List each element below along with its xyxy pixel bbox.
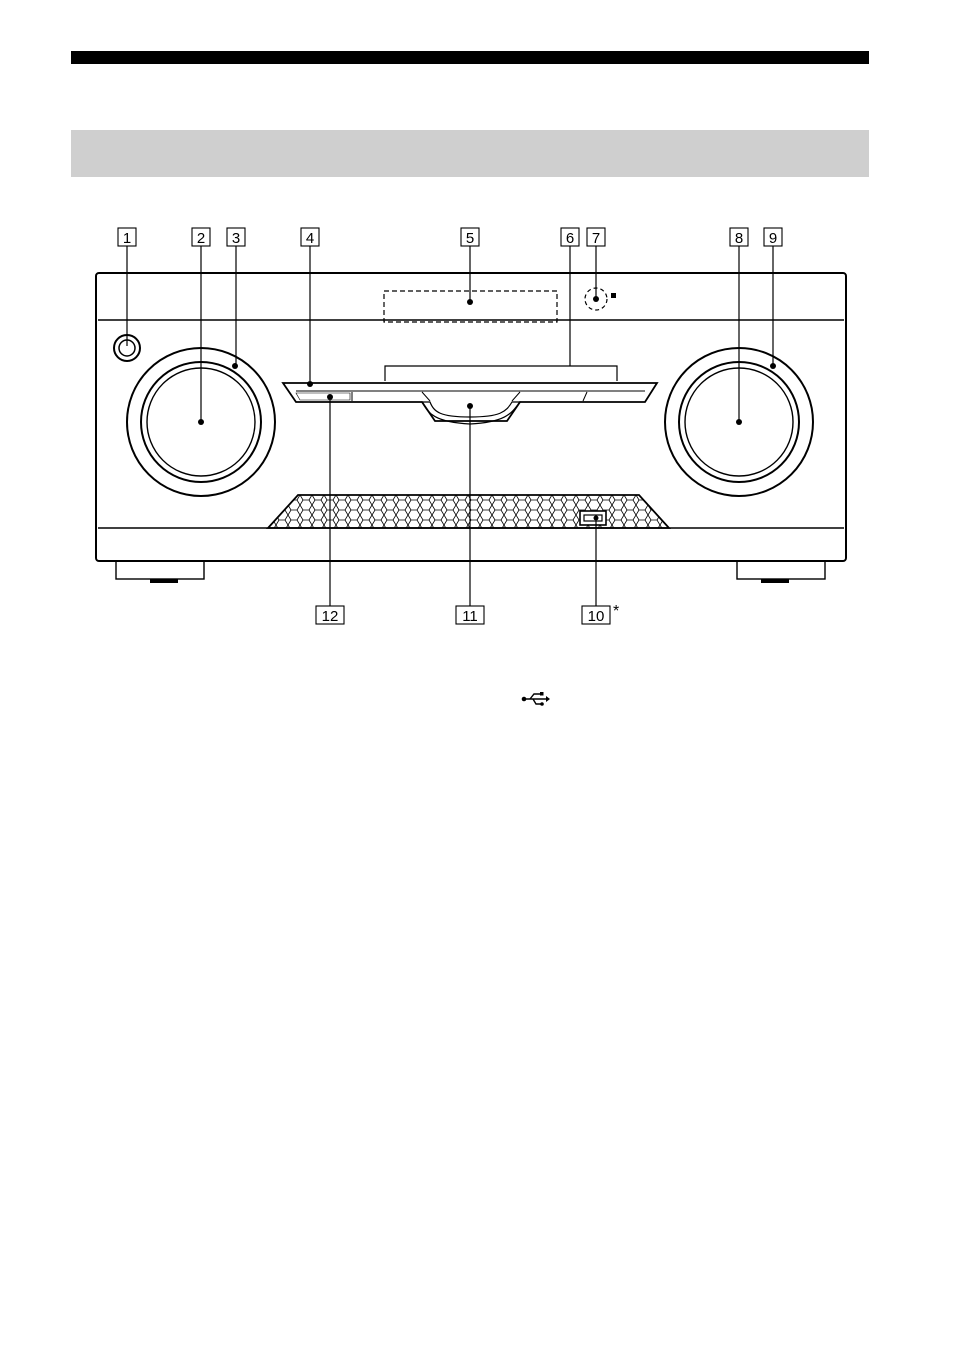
svg-text:4: 4 [306,230,314,247]
svg-text:11: 11 [462,608,478,625]
usb-icon [522,692,550,706]
front-grille [268,495,669,528]
svg-text:2: 2 [197,230,205,247]
svg-text:10: 10 [588,608,605,625]
svg-text:12: 12 [322,608,339,625]
leader-lines [127,245,773,606]
callout-9: 9 [764,228,782,247]
right-foot [737,561,825,583]
svg-text:9: 9 [769,230,777,247]
svg-text:3: 3 [232,230,240,247]
callout-4: 4 [301,228,319,247]
callout-3: 3 [227,228,245,247]
svg-text:5: 5 [466,230,474,247]
callout-12: 12 [316,606,344,625]
callout-5: 5 [461,228,479,247]
callout-6: 6 [561,228,579,247]
callout-2: 2 [192,228,210,247]
svg-text:1: 1 [123,230,131,247]
usb-port[interactable] [580,511,606,525]
svg-text:6: 6 [566,230,574,247]
callout-11: 11 [456,606,484,625]
speakers-button[interactable] [296,393,350,400]
callout-7: 7 [587,228,605,247]
callout-1: 1 [118,228,136,247]
callout-8: 8 [730,228,748,247]
left-foot [116,561,204,583]
remote-sensor [585,288,616,310]
svg-text:7: 7 [592,230,600,247]
callout-10: 10 [582,606,610,625]
usb-footnote-mark: * [613,603,619,620]
svg-text:8: 8 [735,230,743,247]
